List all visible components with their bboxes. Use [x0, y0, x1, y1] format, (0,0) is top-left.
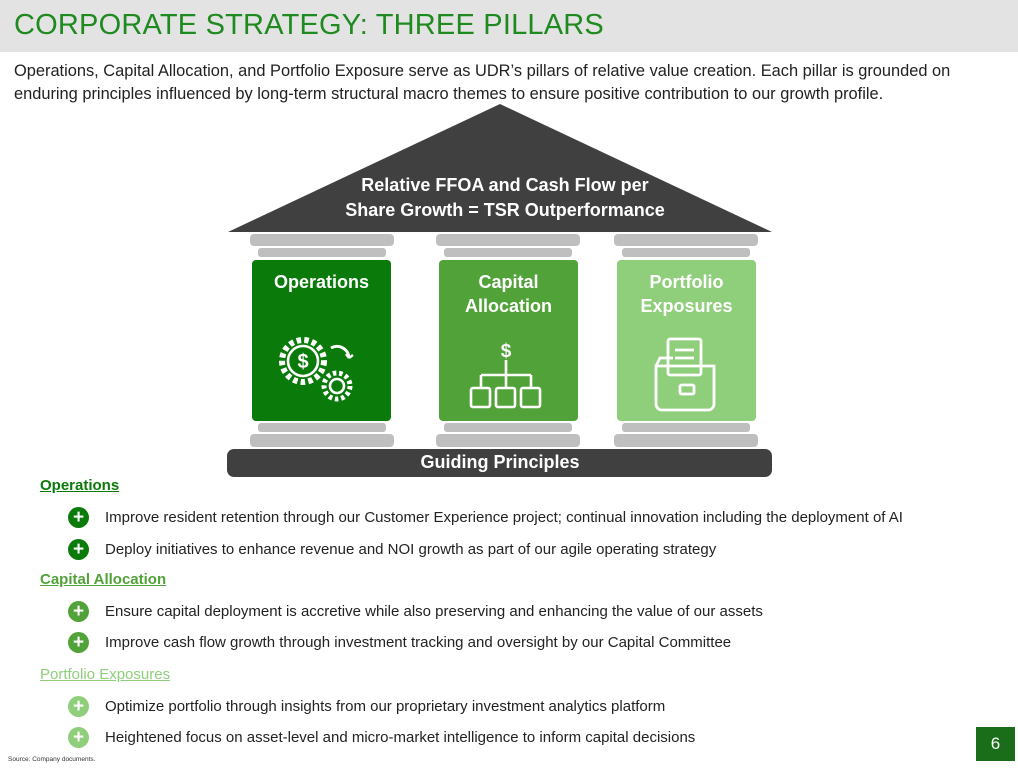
pillar-label-line: Portfolio [649, 272, 724, 292]
svg-text:$: $ [297, 351, 308, 373]
roof-line-2: Share Growth = TSR Outperformance [345, 200, 665, 220]
plus-icon: + [68, 538, 89, 560]
pillar-label-line: Operations [273, 272, 370, 292]
section-heading-portfolio-exposures: Portfolio Exposures [40, 666, 171, 683]
source-note: Source: Company documents. [8, 756, 96, 763]
plus-icon: + [68, 600, 89, 622]
guiding-principles-label: Guiding Principles [420, 452, 580, 472]
title-bar: CORPORATE STRATEGY: THREE PILLARS [0, 0, 1018, 52]
pillar-label-line: Exposures [640, 296, 733, 316]
bullet-text: Deploy initiatives to enhance revenue an… [105, 540, 717, 558]
list-item: + Deploy initiatives to enhance revenue … [68, 538, 716, 560]
pillar-capital-allocation [439, 260, 578, 421]
list-item: + Ensure capital deployment is accretive… [68, 600, 763, 622]
list-item: + Improve cash flow growth through inves… [68, 631, 731, 653]
pillar-1-bottom-ledge [250, 423, 394, 447]
plus-icon: + [68, 506, 89, 528]
pillar-label-operations: Operations [252, 270, 391, 294]
pillar-1-top-ledge [250, 234, 394, 257]
bullet-text: Optimize portfolio through insights from… [105, 697, 666, 715]
plus-icon: + [68, 695, 89, 717]
list-item: + Heightened focus on asset-level and mi… [68, 726, 695, 748]
roof-statement: Relative FFOA and Cash Flow per Share Gr… [290, 173, 720, 223]
bullet-text: Ensure capital deployment is accretive w… [105, 602, 763, 620]
page-title: CORPORATE STRATEGY: THREE PILLARS [14, 9, 604, 41]
svg-text:$: $ [501, 341, 512, 362]
portfolio-folder-icon [654, 337, 716, 412]
bullet-text: Heightened focus on asset-level and micr… [105, 728, 696, 746]
roof-line-1: Relative FFOA and Cash Flow per [361, 175, 649, 195]
gears-dollar-icon [279, 337, 354, 402]
list-item: + Optimize portfolio through insights fr… [68, 695, 665, 717]
pillar-operations [252, 260, 391, 421]
pillar-portfolio-exposures [617, 260, 756, 421]
plus-icon: + [68, 726, 89, 748]
list-item: + Improve resident retention through our… [68, 506, 903, 528]
page-number: 6 [976, 727, 1015, 761]
bullet-text: Improve resident retention through our C… [105, 508, 903, 526]
pillar-3-bottom-ledge [614, 423, 758, 447]
pillar-2-top-ledge [436, 234, 580, 257]
bullet-text: Improve cash flow growth through investm… [105, 633, 732, 651]
pillar-label-portfolio-exposures: Portfolio Exposures [617, 270, 756, 318]
guiding-principles-base [227, 449, 772, 477]
dollar-flowchart-icon [469, 360, 542, 409]
pillar-label-line: Allocation [464, 296, 552, 316]
pillar-3-top-ledge [614, 234, 758, 257]
intro-paragraph: Operations, Capital Allocation, and Port… [14, 62, 951, 103]
section-heading-capital-allocation: Capital Allocation [40, 571, 167, 588]
roof [228, 104, 772, 232]
pillar-label-capital-allocation: Capital Allocation [439, 270, 578, 318]
section-heading-operations: Operations [40, 477, 120, 494]
pillar-2-bottom-ledge [436, 423, 580, 447]
pillar-label-line: Capital [478, 272, 539, 292]
plus-icon: + [68, 631, 89, 653]
